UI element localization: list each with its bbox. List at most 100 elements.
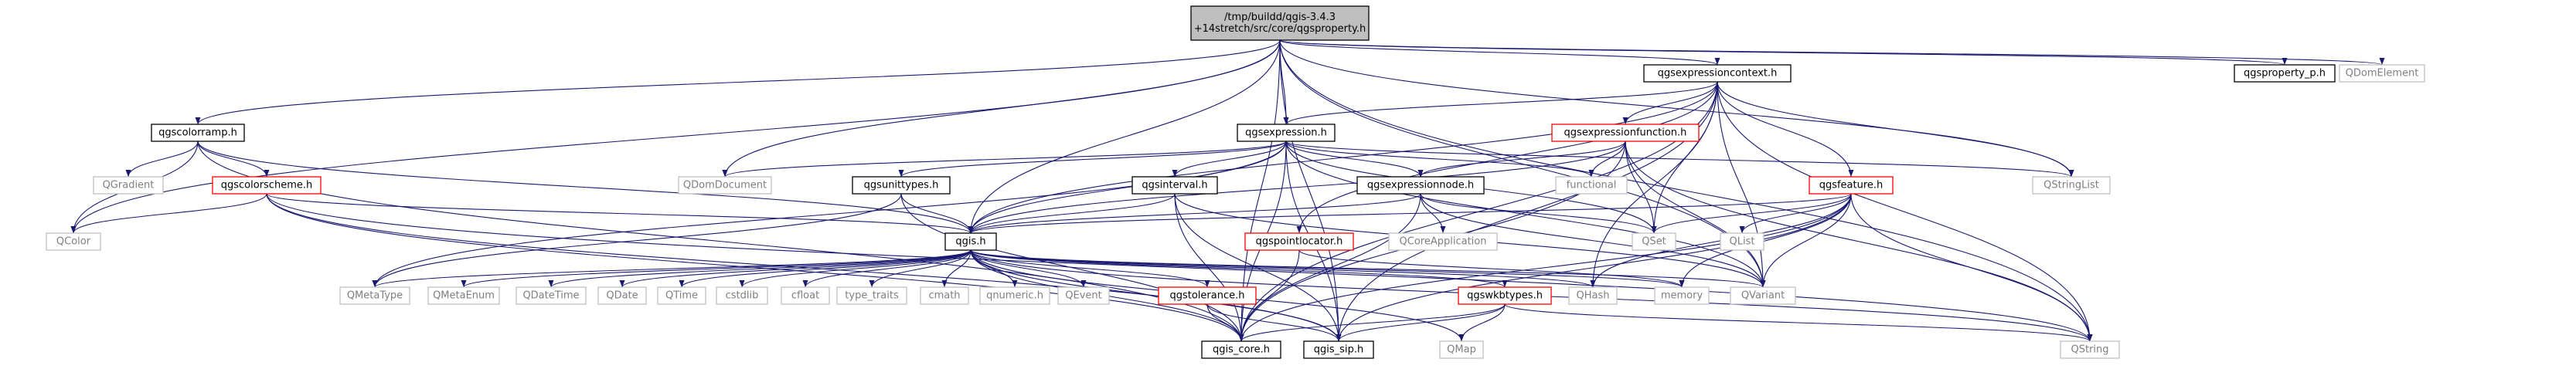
edge-qgis-to-QTime: [679, 249, 972, 288]
node-label: QEvent: [1065, 290, 1101, 302]
node-QTime: QTime: [657, 286, 706, 305]
edge-qgsexpression-to-QMetaType: [372, 141, 1287, 288]
edge-qgsexpressionfunction-to-functional: [1588, 141, 1626, 178]
node-box: [2060, 340, 2120, 359]
edge-root-to-QDomElement: [1279, 39, 2384, 66]
edge-qgswkbtypes-to-QMap: [1458, 303, 1506, 342]
edge-qgsexpressioncontext-to-QHash: [1590, 81, 1718, 288]
edge-qgsexpression-to-QDomDocument: [722, 141, 1287, 178]
edge-qgsexpression-to-QVariant: [1285, 141, 1766, 288]
node-QDate: QDate: [597, 286, 647, 305]
node-box: [427, 286, 500, 305]
node-qgsexpression[interactable]: qgsexpression.h: [1237, 124, 1336, 142]
node-box: [516, 286, 587, 305]
node-box: [1244, 232, 1354, 251]
node-qgis[interactable]: qgis.h: [944, 232, 997, 251]
node-box: [1158, 286, 1257, 305]
node-label: QMetaEnum: [433, 290, 495, 302]
edge-qgsfeature-to-memory: [1679, 193, 1852, 288]
edge-qgswkbtypes-to-QString: [1504, 303, 2093, 342]
edge-qgis-to-QMetaType: [372, 249, 972, 288]
node-QDomDocument: QDomDocument: [678, 176, 772, 195]
node-label: QGradient: [103, 180, 155, 191]
node-box: [1439, 340, 1484, 359]
node-box: [1643, 64, 1792, 83]
node-label: qgsproperty_p.h: [2244, 68, 2326, 80]
node-box: [1201, 340, 1281, 359]
node-label: qgsexpressionnode.h: [1367, 180, 1474, 191]
node-functional: functional: [1555, 176, 1628, 195]
node-box: [716, 286, 768, 305]
node-QEvent: QEvent: [1057, 286, 1110, 305]
edges-layer: [70, 39, 2384, 342]
edge-qgscolorramp-to-qgis: [197, 141, 974, 234]
node-box: [781, 286, 830, 305]
node-QGradient: QGradient: [93, 176, 164, 195]
edge-qgsfeature-to-QVariant: [1760, 193, 1852, 288]
edge-qgsexpressionnode-to-QSet: [1420, 193, 1657, 234]
node-label: qnumeric.h: [986, 290, 1043, 302]
node-qgsinterval[interactable]: qgsinterval.h: [1131, 176, 1218, 195]
edge-qgsexpressioncontext-to-qgsexpression: [1283, 81, 1718, 125]
node-label: QMap: [1447, 344, 1476, 356]
edge-qgsexpression-to-functional: [1285, 141, 1594, 178]
edge-qgsexpressionfunction-to-qgis: [968, 141, 1626, 234]
node-box: [339, 286, 410, 305]
node-qnumeric: qnumeric.h: [979, 286, 1050, 305]
node-qgis_sip[interactable]: qgis_sip.h: [1303, 340, 1374, 359]
node-QDateTime: QDateTime: [516, 286, 587, 305]
node-qgsexpressionfunction[interactable]: qgsexpressionfunction.h: [1551, 124, 1700, 142]
node-label: qgis_sip.h: [1314, 344, 1363, 356]
node-box: [944, 232, 997, 251]
node-box: [1720, 232, 1764, 251]
node-qgscolorscheme[interactable]: qgscolorscheme.h: [212, 176, 322, 195]
node-label: qgscolorramp.h: [158, 127, 237, 139]
edge-root-to-qgis: [968, 39, 1281, 234]
node-box: [1303, 340, 1374, 359]
node-qgswkbtypes[interactable]: qgswkbtypes.h: [1458, 286, 1552, 305]
edge-qgis-to-type_traits: [869, 249, 972, 288]
node-box: [1356, 176, 1485, 195]
node-label: QList: [1730, 236, 1755, 248]
node-root[interactable]: /tmp/buildd/qgis-3.4.3+14stretch/src/cor…: [1190, 5, 1370, 41]
node-label: QDomElement: [2346, 68, 2419, 80]
node-box: [212, 176, 322, 195]
node-box: [1568, 286, 1618, 305]
edge-qgsexpressioncontext-to-QVariant: [1717, 81, 1766, 288]
edge-qgis-to-cmath: [941, 249, 972, 288]
node-box: [2339, 64, 2425, 83]
edge-root-to-qgsexpressioncontext: [1279, 39, 1720, 66]
node-box: [1555, 176, 1628, 195]
node-qgsproperty_p[interactable]: qgsproperty_p.h: [2234, 64, 2336, 83]
node-label: cstdlib: [726, 290, 759, 302]
node-label: QDomDocument: [683, 180, 767, 191]
node-box: [1809, 176, 1894, 195]
edge-qgis-to-cstdlib: [739, 249, 972, 288]
nodes-layer: /tmp/buildd/qgis-3.4.3+14stretch/src/cor…: [46, 5, 2425, 359]
node-qgspointlocator[interactable]: qgspointlocator.h: [1244, 232, 1354, 251]
node-label: QDate: [606, 290, 638, 302]
node-box: [46, 232, 101, 251]
edge-qgsexpression-to-QStringList: [1285, 141, 2074, 178]
node-qgsunittypes[interactable]: qgsunittypes.h: [852, 176, 951, 195]
node-box: [979, 286, 1050, 305]
node-qgstolerance[interactable]: qgstolerance.h: [1158, 286, 1257, 305]
node-QMap: QMap: [1439, 340, 1484, 359]
node-box: [597, 286, 647, 305]
node-QStringList: QStringList: [2032, 176, 2111, 195]
node-label: QMetaType: [347, 290, 403, 302]
node-label: QStringList: [2043, 180, 2099, 191]
node-qgsfeature[interactable]: qgsfeature.h: [1809, 176, 1894, 195]
node-qgsexpressioncontext[interactable]: qgsexpressioncontext.h: [1643, 64, 1792, 83]
node-label: qgsexpressionfunction.h: [1564, 127, 1687, 139]
edge-qgscolorscheme-to-QColor: [70, 193, 267, 234]
node-type_traits: type_traits: [836, 286, 907, 305]
edge-qgsexpression-to-qgsexpressionnode: [1285, 141, 1424, 178]
node-label: QCoreApplication: [1400, 236, 1487, 248]
node-qgsexpressionnode[interactable]: qgsexpressionnode.h: [1356, 176, 1485, 195]
node-label: QVariant: [1741, 290, 1785, 302]
node-qgis_core[interactable]: qgis_core.h: [1201, 340, 1281, 359]
edge-qgsfeature-to-QString: [1850, 193, 2093, 342]
node-qgscolorramp[interactable]: qgscolorramp.h: [151, 124, 245, 142]
node-label: QDateTime: [522, 290, 579, 302]
